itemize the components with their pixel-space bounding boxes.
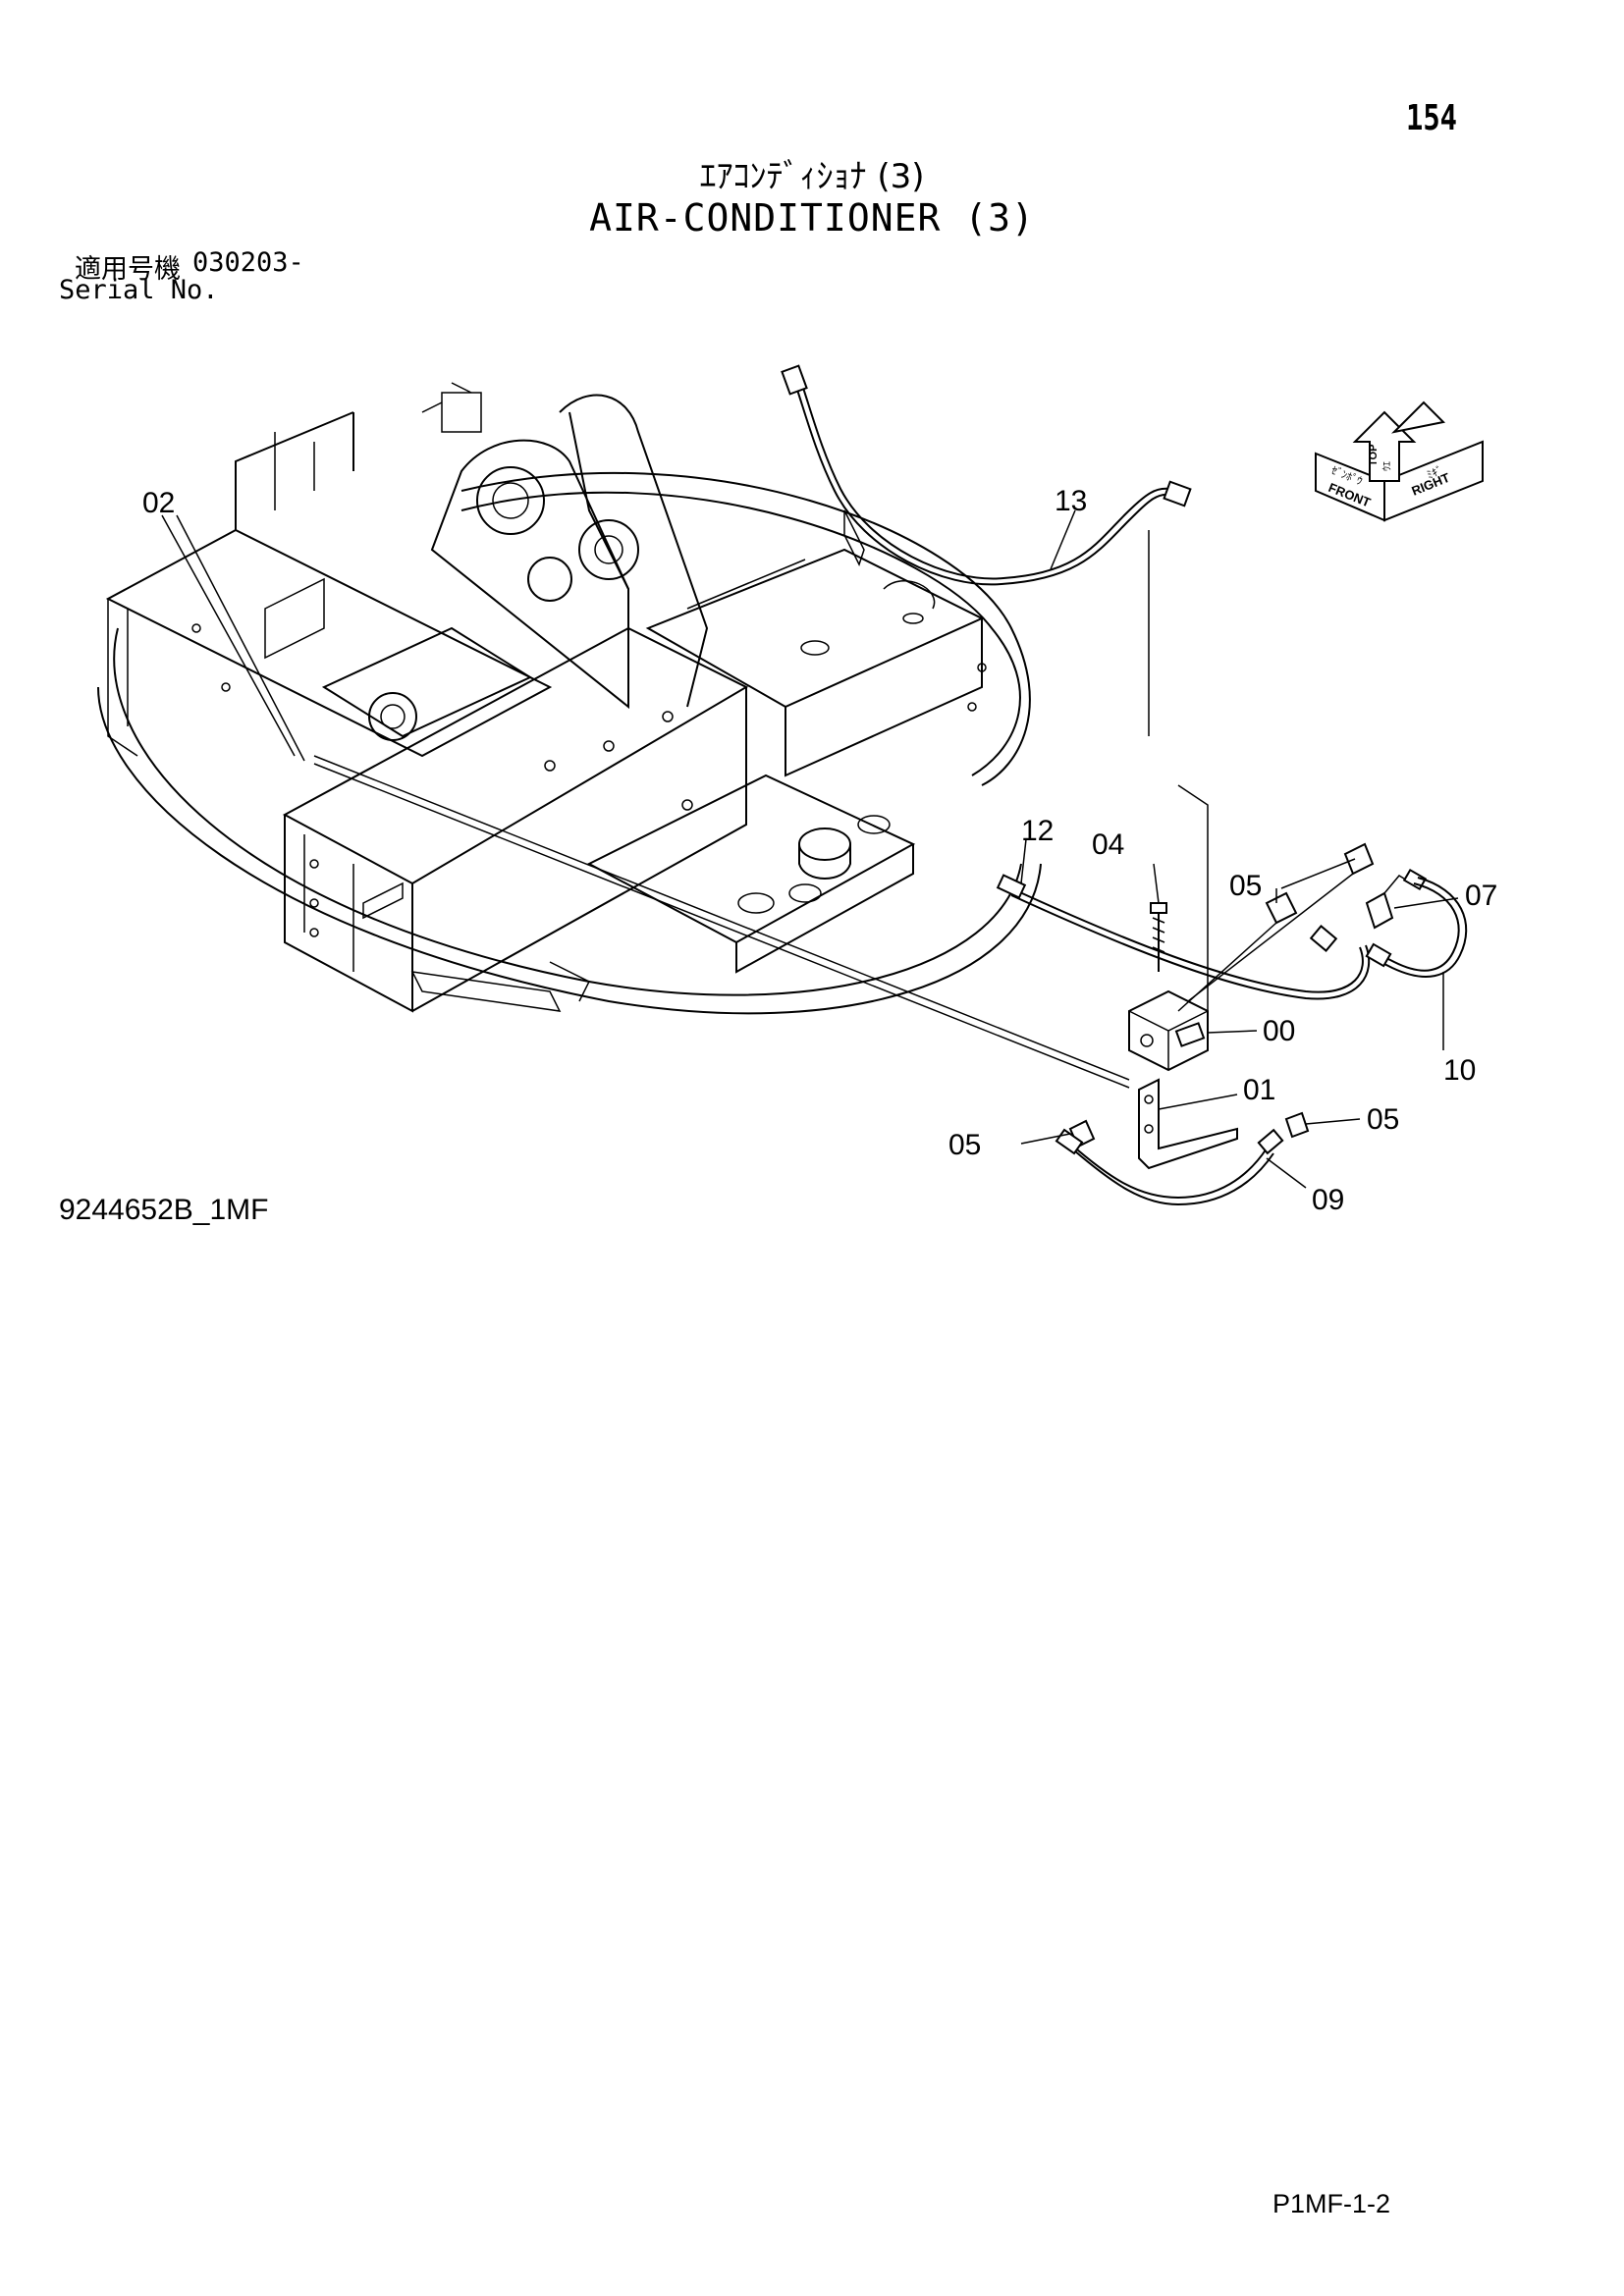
callout-labels: 02 13 12 04 05 07 00 10 01 05 05 09 <box>142 485 1497 1216</box>
callout-10: 10 <box>1443 1054 1476 1087</box>
callout-04: 04 <box>1092 828 1124 861</box>
orientation-right-jp-label: ﾐｷﾞ <box>1425 464 1444 482</box>
upper-frame-drawing <box>97 382 1130 1089</box>
hose-13 <box>781 364 1192 586</box>
callout-00: 00 <box>1263 1015 1295 1047</box>
callout-05-left: 05 <box>948 1129 981 1161</box>
page-title-japanese: ｴｱｺﾝﾃﾞｨｼｮﾅ (3) <box>699 157 925 196</box>
orientation-top-label: TOP <box>1368 445 1380 466</box>
serial-label: Serial No. <box>59 275 219 305</box>
serial-label-japanese: 適用号機 <box>75 254 181 285</box>
callout-07: 07 <box>1465 880 1497 912</box>
callout-01: 01 <box>1243 1074 1275 1106</box>
callout-12: 12 <box>1021 815 1054 847</box>
page-code: P1MF-1-2 <box>1272 2189 1391 2218</box>
callout-05-right: 05 <box>1367 1103 1399 1136</box>
callout-02: 02 <box>142 487 175 519</box>
callout-05-top: 05 <box>1229 870 1262 902</box>
callout-13: 13 <box>1055 485 1087 517</box>
page-title: AIR-CONDITIONER (3) <box>589 196 1035 240</box>
valve-assembly <box>996 530 1468 1206</box>
orientation-top-jp-label: ｳｴ <box>1381 461 1393 471</box>
leader-lines <box>161 509 1459 1189</box>
drawing-id: 9244652B_1MF <box>59 1194 269 1226</box>
serial-value: 030203- <box>192 247 304 278</box>
callout-09: 09 <box>1312 1184 1344 1216</box>
orientation-indicator: FRONT RIGHT TOP ｾﾞﾝﾎﾟｳ ﾐｷﾞ ｳｴ <box>1315 400 1484 522</box>
page-number: 154 <box>1406 98 1458 138</box>
